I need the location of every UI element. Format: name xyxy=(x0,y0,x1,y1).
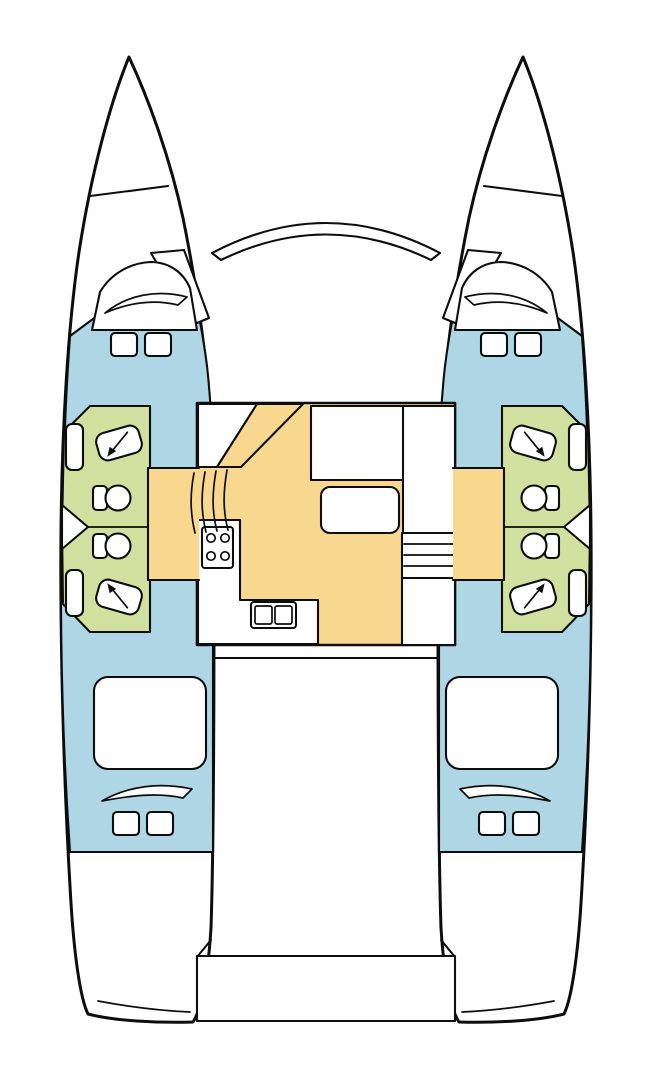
deck-hatch xyxy=(143,331,173,358)
companionway-strip xyxy=(215,402,305,469)
shower-icon xyxy=(95,578,143,616)
deck-hatch xyxy=(145,810,175,837)
saloon-table xyxy=(319,485,401,535)
starboard-stairs xyxy=(400,531,457,580)
transom-line xyxy=(97,1000,191,1013)
galley-sink xyxy=(249,600,298,630)
vanity-unit xyxy=(64,422,85,472)
center-structures xyxy=(146,221,506,1023)
toilet-icon xyxy=(91,484,132,512)
coachroof-front xyxy=(210,221,442,262)
passage-starboard xyxy=(451,466,506,582)
settee xyxy=(401,404,457,535)
berth-pillow xyxy=(101,784,193,802)
vanity-unit xyxy=(64,568,85,618)
door-notch xyxy=(60,503,90,551)
stern-step-line xyxy=(195,938,213,959)
aft-platform xyxy=(195,954,457,1023)
toilet-icon xyxy=(91,532,132,560)
passage-port xyxy=(146,466,201,582)
berth-pillow xyxy=(104,292,188,314)
galley-cabinet xyxy=(400,576,457,647)
aft-berth xyxy=(92,675,208,771)
stove-icon xyxy=(200,525,235,570)
port-hull xyxy=(59,55,216,1024)
port-stairs xyxy=(190,469,229,534)
shower-icon xyxy=(95,424,143,462)
deck-hatch xyxy=(111,810,141,837)
deck-hatch xyxy=(109,331,139,358)
bow-bulkhead-line xyxy=(88,184,170,198)
